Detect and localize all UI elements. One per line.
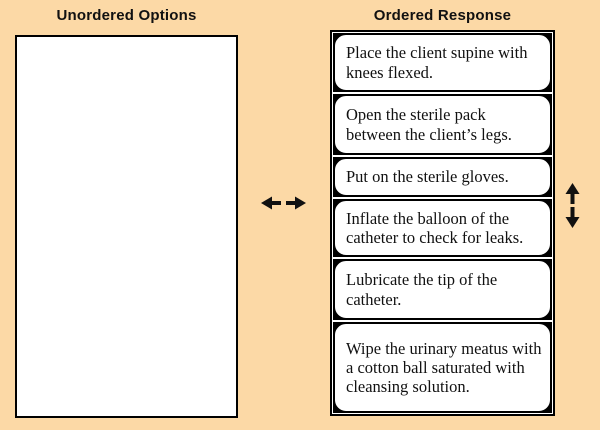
arrow-down-icon	[565, 207, 580, 228]
ordered-item-cell: Place the client supine with knees flexe…	[333, 33, 552, 92]
ordered-item-cell: Lubricate the tip of the catheter.	[333, 259, 552, 320]
unordered-options-box[interactable]	[15, 35, 238, 418]
arrow-left-icon	[261, 196, 281, 210]
vertical-move-arrows	[564, 183, 581, 228]
ordered-item-cell: Inflate the balloon of the catheter to c…	[333, 199, 552, 257]
arrow-up-icon	[565, 183, 580, 204]
ordered-response-box[interactable]: Place the client supine with knees flexe…	[330, 30, 555, 416]
ordered-item[interactable]: Wipe the urinary meatus with a cotton ba…	[333, 322, 552, 413]
ordered-item[interactable]: Open the sterile pack between the client…	[333, 94, 552, 155]
unordered-options-title: Unordered Options	[56, 7, 197, 24]
horizontal-move-arrows	[261, 195, 306, 211]
ordered-item[interactable]: Place the client supine with knees flexe…	[333, 33, 552, 92]
ordered-item[interactable]: Put on the sterile gloves.	[333, 157, 552, 197]
ordered-item[interactable]: Inflate the balloon of the catheter to c…	[333, 199, 552, 257]
arrow-right-icon	[286, 196, 306, 210]
ordered-response-title: Ordered Response	[373, 7, 512, 24]
ordered-item-cell: Open the sterile pack between the client…	[333, 94, 552, 155]
ordered-item[interactable]: Lubricate the tip of the catheter.	[333, 259, 552, 320]
ordered-item-cell: Wipe the urinary meatus with a cotton ba…	[333, 322, 552, 413]
ordered-item-cell: Put on the sterile gloves.	[333, 157, 552, 197]
